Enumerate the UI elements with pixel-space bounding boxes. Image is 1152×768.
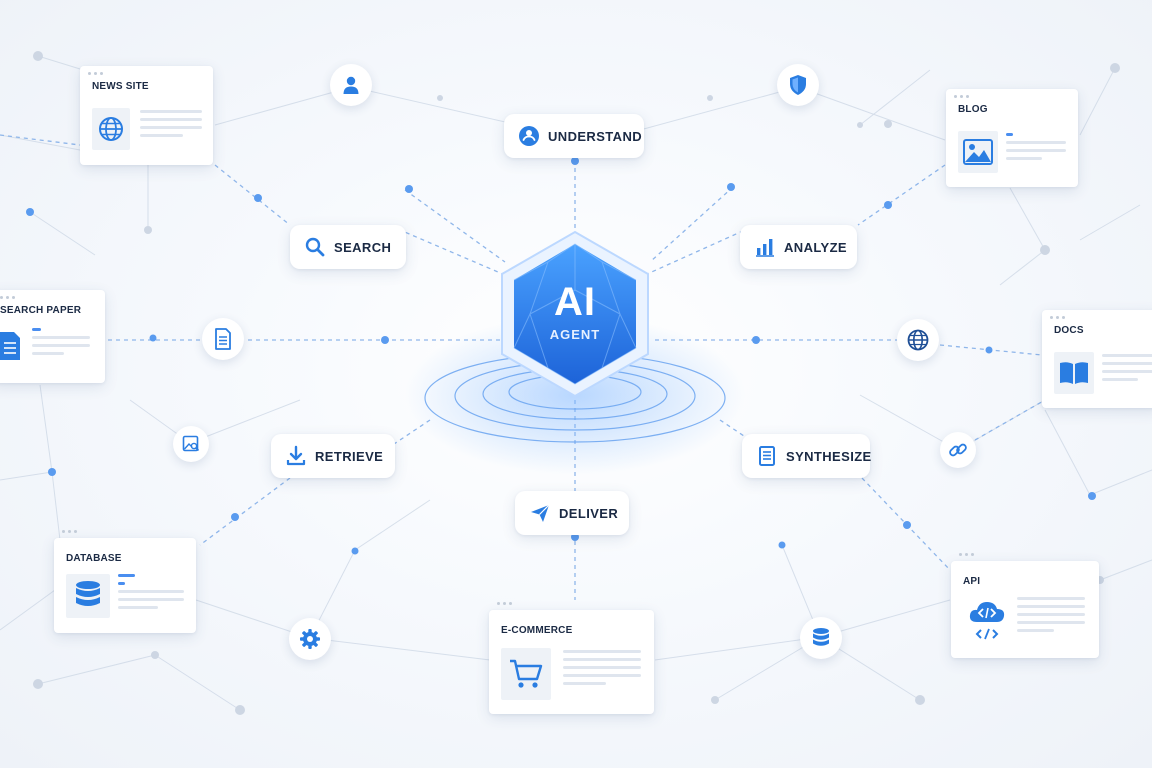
globe-node[interactable] — [897, 319, 939, 361]
database-icon — [813, 628, 829, 646]
download-icon — [286, 445, 306, 466]
source-card-blog[interactable]: BLOG — [946, 89, 1078, 187]
book-icon — [1060, 362, 1088, 384]
user-node[interactable] — [330, 64, 372, 106]
gear-icon — [300, 629, 320, 649]
document-node[interactable] — [202, 318, 244, 360]
file-icon — [215, 328, 231, 350]
hub-title: AI — [554, 280, 596, 324]
bar-chart-icon — [756, 239, 774, 257]
blog-title: BLOG — [958, 104, 988, 115]
step-synthesize[interactable]: SYNTHESIZE — [742, 434, 872, 478]
link-icon — [949, 443, 967, 457]
globe-icon — [99, 117, 123, 141]
step-analyze[interactable]: ANALYZE — [740, 225, 857, 269]
database-title: DATABASE — [66, 553, 122, 564]
globe-icon — [907, 329, 929, 351]
step-search-label: SEARCH — [334, 239, 392, 255]
step-retrieve[interactable]: RETRIEVE — [271, 434, 395, 478]
shopping-cart-icon — [510, 659, 543, 688]
ai-agent-hub: AI AGENT — [495, 225, 655, 400]
source-card-api[interactable]: API — [951, 553, 1099, 658]
source-card-ecommerce[interactable]: E-COMMERCE — [489, 602, 654, 714]
step-search[interactable]: SEARCH — [290, 225, 406, 269]
step-deliver[interactable]: DELIVER — [515, 491, 629, 535]
link-node[interactable] — [940, 432, 976, 468]
database-node[interactable] — [800, 617, 842, 659]
hub-subtitle: AGENT — [549, 327, 601, 342]
shield-icon — [790, 75, 806, 95]
news-site-title: NEWS SITE — [92, 81, 149, 92]
image-search-node[interactable] — [173, 426, 209, 462]
step-deliver-label: DELIVER — [559, 505, 619, 521]
source-card-news-site[interactable]: NEWS SITE — [80, 66, 213, 165]
cloud-code-icon — [969, 602, 1005, 640]
step-retrieve-label: RETRIEVE — [315, 448, 384, 464]
research-paper-title: SEARCH PAPER — [0, 305, 82, 316]
search-icon — [305, 237, 325, 257]
image-icon — [963, 139, 993, 165]
ecommerce-title: E-COMMERCE — [501, 625, 573, 636]
step-understand-label: UNDERSTAND — [548, 128, 643, 144]
step-synthesize-label: SYNTHESIZE — [786, 448, 872, 464]
image-search-icon — [182, 435, 200, 452]
source-card-docs[interactable]: DOCS — [1042, 310, 1152, 408]
api-title: API — [963, 576, 981, 587]
paper-plane-icon — [531, 504, 550, 522]
source-card-database[interactable]: DATABASE — [54, 530, 196, 633]
document-lines-icon — [759, 446, 775, 466]
step-understand[interactable]: UNDERSTAND — [504, 114, 644, 158]
settings-node[interactable] — [289, 618, 331, 660]
team-icon — [519, 126, 539, 146]
step-analyze-label: ANALYZE — [784, 239, 847, 255]
security-node[interactable] — [777, 64, 819, 106]
user-icon — [343, 76, 359, 94]
source-card-research-paper[interactable]: SEARCH PAPER — [0, 290, 105, 383]
database-icon — [76, 581, 100, 606]
document-icon — [0, 332, 20, 360]
docs-title: DOCS — [1054, 325, 1084, 336]
